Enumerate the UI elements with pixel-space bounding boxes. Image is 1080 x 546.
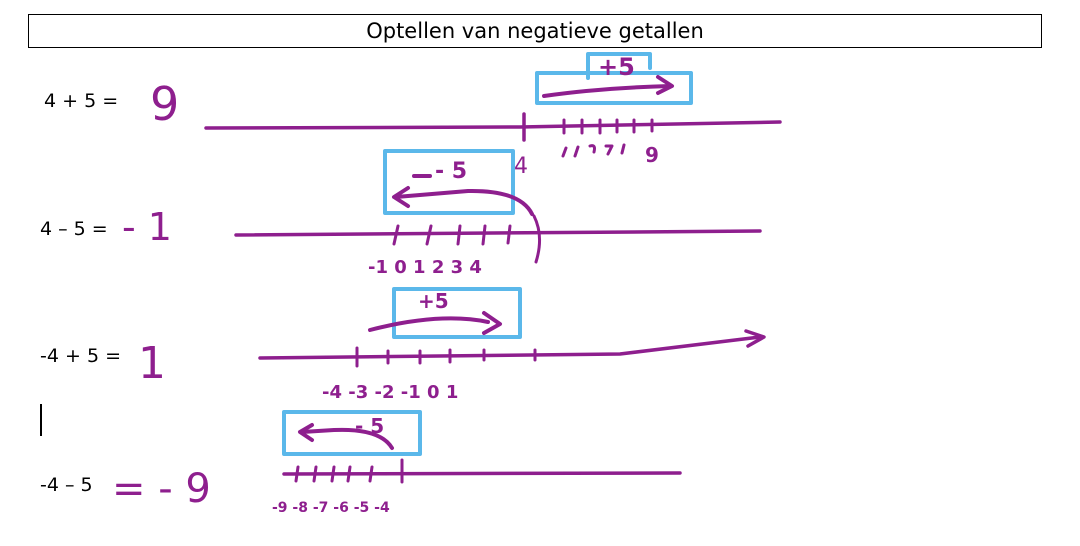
row-4-arrowhead [298, 423, 314, 442]
row-1-start-label: 4 [514, 154, 528, 179]
row-1-ink [204, 52, 782, 158]
row-4-number-line [282, 471, 682, 476]
row-1-step: +5 [598, 53, 635, 81]
row-3-step-box [392, 287, 522, 339]
row-3-tick-labels: -4 -3 -2 -1 0 1 [322, 382, 458, 403]
row-4-tick-labels: -9 -8 -7 -6 -5 -4 [272, 500, 390, 516]
row-2-number-line [234, 229, 762, 237]
row-3-step: +5 [418, 289, 449, 313]
worksheet-title: Optellen van negatieve getallen [28, 14, 1042, 48]
row-3-ticks [355, 346, 537, 368]
row-3-line-arrowhead [744, 329, 766, 348]
row-4-answer: = - 9 [112, 466, 211, 512]
row-3-ink [258, 287, 766, 368]
row-2-step: - 5 [435, 159, 467, 184]
row-4-step: - 5 [355, 414, 384, 438]
row-2-step-box [383, 149, 515, 215]
row-1-end-label: 9 [645, 143, 659, 167]
text-cursor [40, 404, 42, 436]
row-4-step-box [282, 410, 422, 456]
row-2-ink [234, 149, 762, 264]
row-3-number-line [258, 335, 762, 360]
row-1-arrow [542, 84, 672, 98]
row-1-step-box-tab [586, 52, 652, 80]
row-2-ticks [392, 224, 512, 246]
equation-2: 4 – 5 = [40, 218, 108, 240]
row-2-tick-labels: -1 0 1 2 3 4 [368, 257, 482, 278]
row-1-arrowhead [656, 75, 674, 95]
row-2-arrow [394, 188, 534, 216]
row-4-ink [282, 410, 682, 484]
row-4-arrow [300, 427, 394, 450]
row-1-number-line [204, 120, 782, 130]
row-1-step-box [535, 71, 693, 105]
row-3-answer: 1 [138, 338, 166, 389]
title-text: Optellen van negatieve getallen [366, 19, 704, 43]
row-4-ticks [294, 458, 404, 484]
row-3-arrowhead [482, 311, 502, 335]
row-1-scribble-labels [561, 143, 626, 158]
equation-1: 4 + 5 = [44, 90, 119, 112]
equation-3: -4 + 5 = [40, 345, 121, 367]
row-2-answer: - 1 [122, 205, 172, 249]
row-1-answer: 9 [150, 77, 179, 131]
row-2-arrowhead [392, 186, 410, 208]
row-2-curve [532, 214, 541, 264]
row-1-ticks [562, 118, 654, 135]
row-3-arrow [368, 316, 490, 332]
equation-4: -4 – 5 [40, 474, 93, 496]
